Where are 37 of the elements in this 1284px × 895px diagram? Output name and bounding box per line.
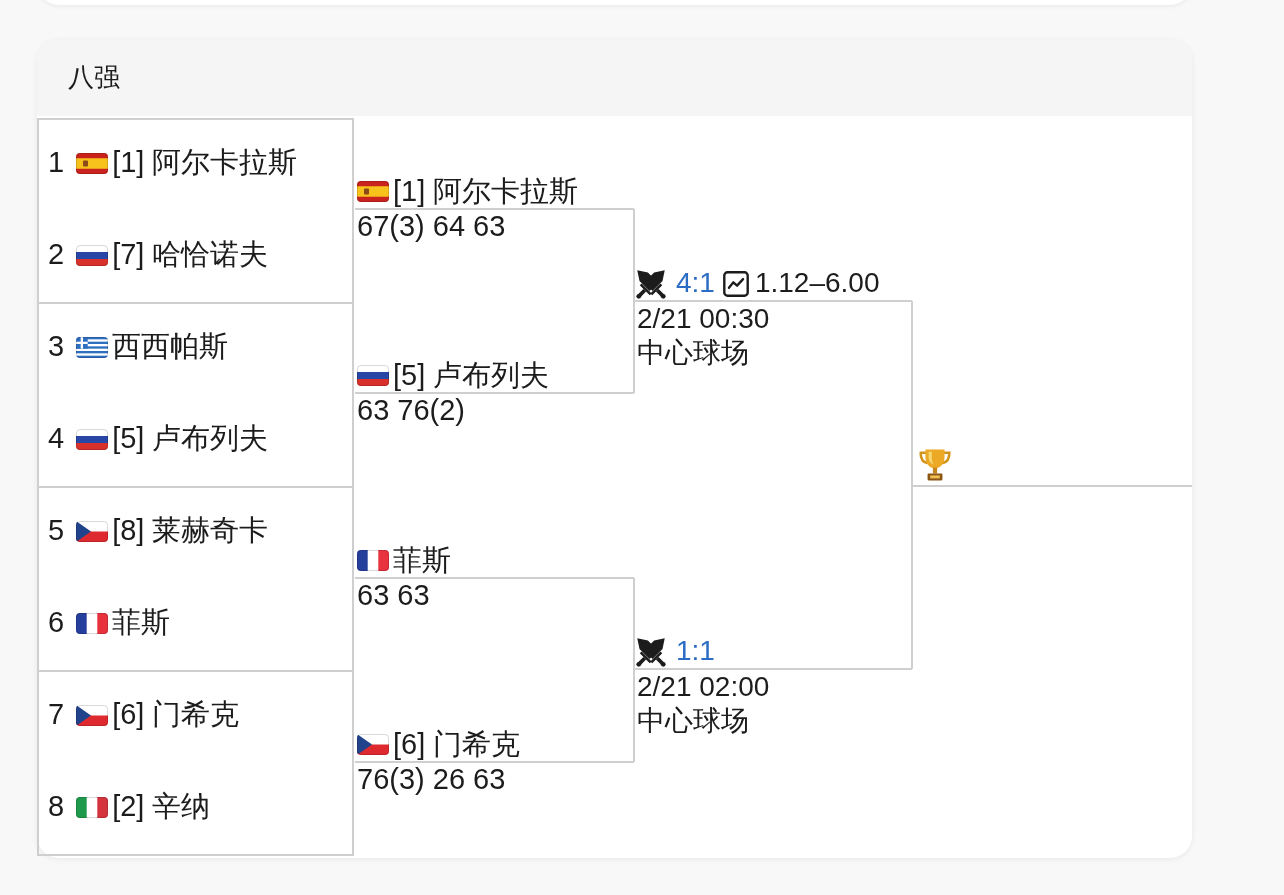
venue-name: 中心球场 — [637, 705, 749, 737]
position-number: 5 — [48, 515, 65, 547]
match-time: 2/21 00:30 — [637, 303, 770, 335]
player-name: 菲斯 — [393, 544, 451, 577]
player-name: [7] 哈恰诺夫 — [112, 239, 269, 271]
score-text: 76(3) 26 63 — [357, 763, 506, 796]
player-name: [8] 莱赫奇卡 — [112, 515, 269, 547]
player-name: 菲斯 — [112, 607, 171, 639]
player-name: [6] 门希克 — [393, 728, 521, 761]
position-number: 6 — [48, 607, 65, 639]
match-box — [37, 670, 354, 856]
venue-name: 中心球场 — [637, 337, 749, 369]
player-name: [1] 阿尔卡拉斯 — [393, 175, 579, 208]
head-to-head-text: 1:1 — [676, 636, 715, 667]
position-number: 2 — [48, 239, 65, 271]
match-box — [37, 118, 354, 304]
match-box — [37, 302, 354, 488]
position-number: 8 — [48, 791, 65, 823]
section-title: 八强 — [68, 60, 120, 94]
player-name: [5] 卢布列夫 — [112, 423, 269, 455]
player-name: [6] 门希克 — [112, 699, 240, 731]
match-box — [37, 486, 354, 672]
player-name: [2] 辛纳 — [112, 791, 211, 823]
score-text: 67(3) 64 63 — [357, 210, 506, 243]
score-text: 63 76(2) — [357, 394, 465, 427]
player-name: 西西帕斯 — [112, 331, 229, 363]
match-time: 2/21 02:00 — [637, 671, 770, 703]
head-to-head-text: 4:1 — [676, 268, 715, 299]
position-number: 7 — [48, 699, 65, 731]
odds-text: 1.12–6.00 — [754, 268, 880, 299]
position-number: 3 — [48, 331, 65, 363]
player-name: [5] 卢布列夫 — [393, 359, 550, 392]
bracket-line — [911, 485, 913, 670]
score-text: 63 63 — [357, 579, 430, 612]
position-number: 4 — [48, 423, 65, 455]
player-name: [1] 阿尔卡拉斯 — [112, 147, 298, 179]
position-number: 1 — [48, 147, 65, 179]
